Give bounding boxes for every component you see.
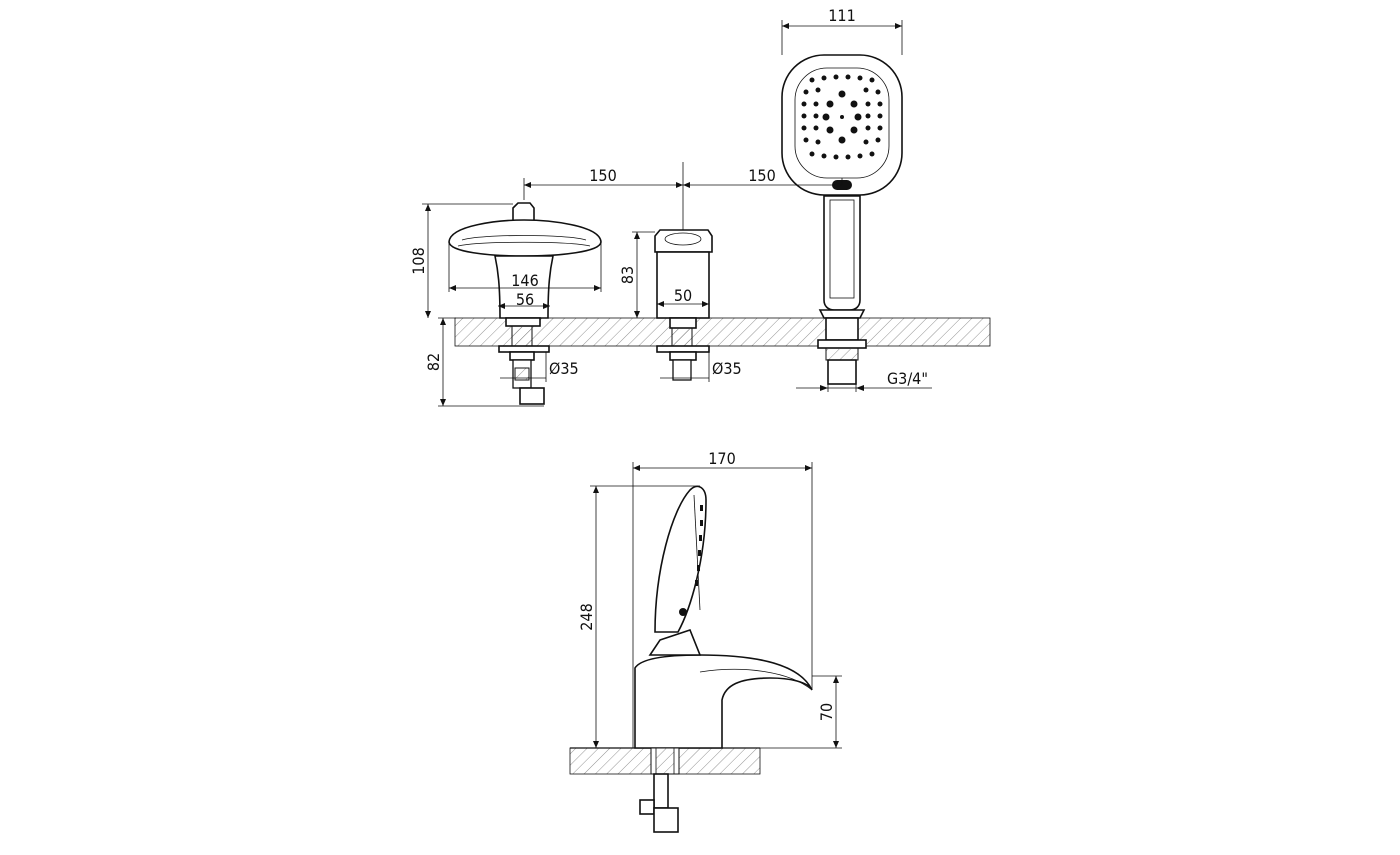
dim-handle-height: 83 — [618, 266, 637, 284]
dim-side-total-height: 248 — [577, 603, 596, 630]
dim-below-deck-depth: 82 — [424, 353, 443, 371]
front-view: 111 150 150 108 146 56 83 50 82 — [409, 6, 991, 407]
shower-nozzles — [801, 74, 883, 160]
dim-spacing-right: 150 — [748, 166, 775, 185]
dim-side-depth: 170 — [708, 449, 735, 468]
deck-hatch-front — [454, 317, 991, 347]
dim-side-spout-height: 70 — [817, 703, 836, 721]
dim-spout-base-width: 56 — [516, 290, 534, 309]
spout-front — [448, 202, 602, 405]
dim-spout-width: 146 — [511, 271, 538, 290]
dim-hose-thread: G3/4" — [887, 369, 928, 388]
side-view: 170 248 70 — [569, 449, 842, 833]
dim-hole-diameter-left: Ø35 — [549, 359, 579, 378]
dim-spout-height: 108 — [409, 247, 428, 274]
dim-handle-width: 50 — [674, 286, 692, 305]
dim-shower-head-width: 111 — [828, 6, 855, 25]
handle-front — [654, 229, 713, 381]
hand-shower-front — [781, 54, 903, 385]
dim-spacing-left: 150 — [589, 166, 616, 185]
dim-hole-diameter-mid: Ø35 — [712, 359, 742, 378]
